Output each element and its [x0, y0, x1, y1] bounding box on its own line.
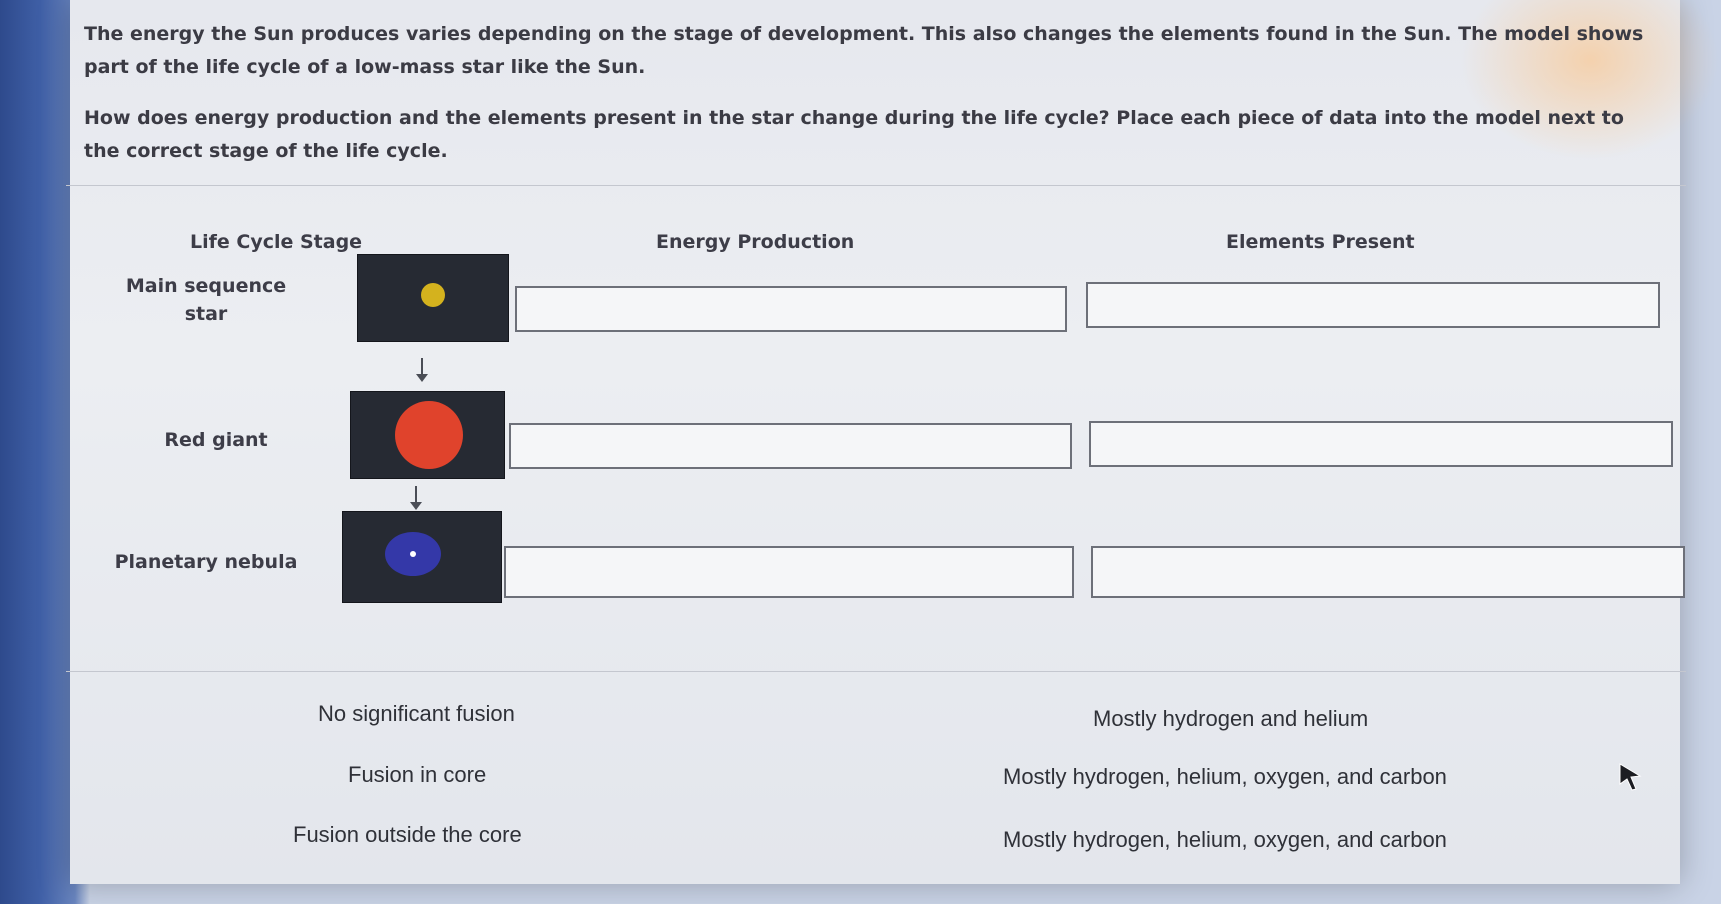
- instruction-paragraph-2: How does energy production and the eleme…: [84, 107, 1624, 162]
- answer-tile-hydrogen-helium-oxygen-carbon[interactable]: Mostly hydrogen, helium, oxygen, and car…: [1003, 764, 1447, 789]
- main-sequence-star-image: [357, 254, 509, 342]
- mouse-pointer-icon: [1619, 763, 1642, 791]
- stage-label-main-sequence: Main sequence star: [125, 275, 287, 325]
- answer-tile-fusion-in-core[interactable]: Fusion in core: [348, 762, 487, 787]
- small-yellow-star-icon: [358, 255, 508, 341]
- nebula-with-core-icon: [343, 512, 501, 602]
- stage-label-planetary-nebula: Planetary nebula: [114, 551, 298, 573]
- header-energy-production: Energy Production: [656, 231, 855, 253]
- red-giant-star-icon: [351, 392, 504, 478]
- instruction-paragraph-1: The energy the Sun produces varies depen…: [84, 23, 1644, 78]
- question-page: The energy the Sun produces varies depen…: [66, 0, 1720, 884]
- life-cycle-model: Life Cycle Stage Energy Production Eleme…: [66, 185, 1686, 672]
- energy-dropzone-main-sequence[interactable]: [515, 286, 1067, 332]
- row-planetary-nebula: Planetary nebula: [66, 511, 1686, 611]
- answer-tile-fusion-outside-core[interactable]: Fusion outside the core: [293, 822, 522, 847]
- elements-dropzone-planetary-nebula[interactable]: [1091, 546, 1685, 598]
- answer-tile-hydrogen-helium-oxygen-carbon[interactable]: Mostly hydrogen, helium, oxygen, and car…: [1003, 827, 1447, 852]
- down-arrow-icon: [416, 358, 428, 382]
- answer-tile-hydrogen-helium[interactable]: Mostly hydrogen and helium: [1093, 706, 1369, 731]
- question-instructions: The energy the Sun produces varies depen…: [84, 18, 1644, 186]
- down-arrow-icon: [410, 486, 422, 510]
- elements-dropzone-red-giant[interactable]: [1089, 421, 1673, 467]
- answer-tile-no-significant-fusion[interactable]: No significant fusion: [318, 701, 515, 726]
- stage-label-red-giant: Red giant: [164, 429, 268, 451]
- row-main-sequence: Main sequence star: [66, 254, 1686, 354]
- header-life-cycle-stage: Life Cycle Stage: [190, 231, 363, 253]
- header-elements-present: Elements Present: [1226, 231, 1415, 253]
- elements-dropzone-main-sequence[interactable]: [1086, 282, 1660, 328]
- row-red-giant: Red giant: [66, 391, 1686, 486]
- energy-dropzone-red-giant[interactable]: [509, 423, 1072, 469]
- answer-bank: No significant fusion Fusion in core Fus…: [70, 690, 1680, 870]
- red-giant-star-image: [350, 391, 505, 479]
- energy-dropzone-planetary-nebula[interactable]: [504, 546, 1074, 598]
- planetary-nebula-image: [342, 511, 502, 603]
